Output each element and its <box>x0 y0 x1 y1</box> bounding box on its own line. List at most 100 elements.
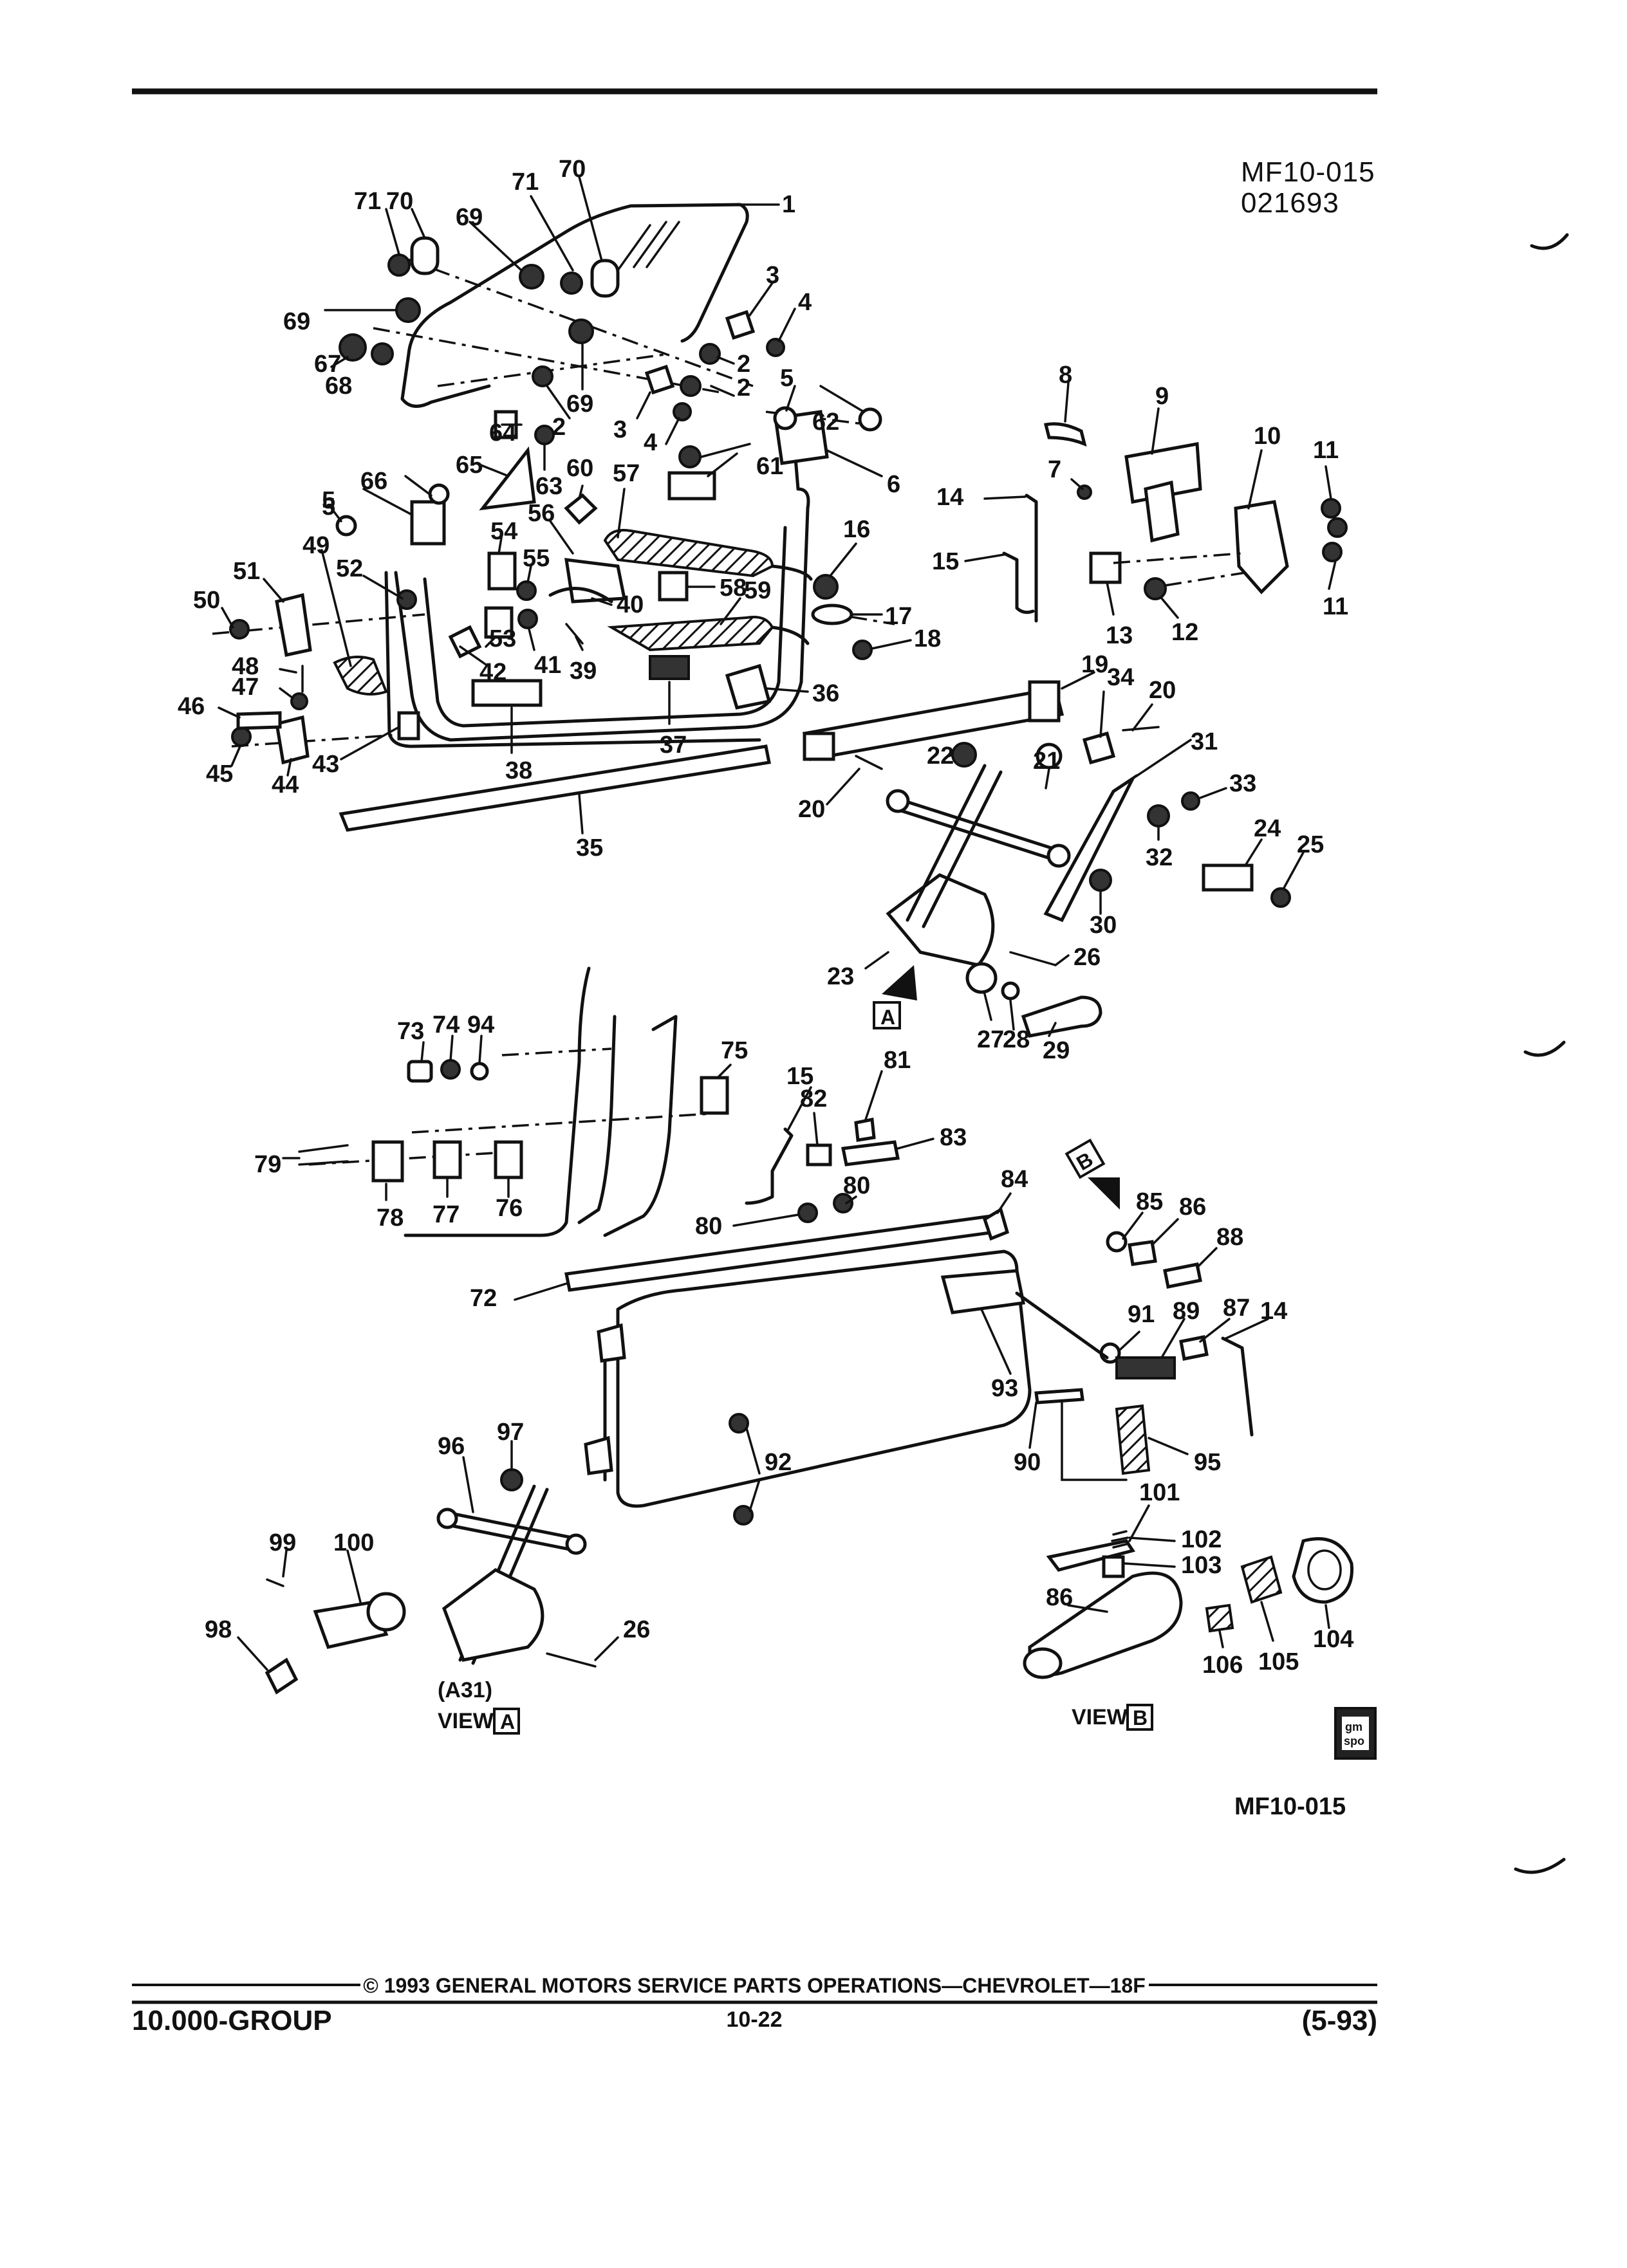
part-30 <box>1089 869 1112 892</box>
regulator-slide <box>803 732 835 761</box>
part-65 <box>479 446 536 511</box>
part-51 <box>275 593 312 657</box>
callout-71: 71 <box>354 188 381 215</box>
callout-5: 5 <box>322 487 335 514</box>
callout-34: 34 <box>1107 664 1134 691</box>
callout-26: 26 <box>1074 944 1101 971</box>
view-b-box <box>1065 1138 1106 1179</box>
callout-74: 74 <box>432 1011 460 1038</box>
part-89 <box>1115 1356 1176 1379</box>
callout-102: 102 <box>1181 1526 1222 1553</box>
center-line <box>402 256 754 387</box>
part-85 <box>1106 1231 1128 1253</box>
part-78 <box>371 1140 404 1183</box>
part-5 <box>773 406 797 430</box>
callout-75: 75 <box>721 1037 748 1064</box>
part-67 <box>339 333 367 362</box>
view-a-label-letter: A <box>500 1710 515 1733</box>
callout-52: 52 <box>336 555 363 582</box>
part-49 <box>333 656 388 696</box>
part-17 <box>811 604 853 625</box>
callout-8: 8 <box>1059 362 1072 389</box>
callout-91: 91 <box>1128 1301 1155 1328</box>
callout-69: 69 <box>456 204 483 231</box>
part-2b <box>680 375 702 397</box>
part-105 <box>1240 1555 1283 1604</box>
part-34 <box>1082 731 1116 765</box>
center-line <box>437 353 670 387</box>
part-70b <box>590 259 620 298</box>
part-102 <box>1111 1530 1129 1549</box>
margin-mark <box>1514 1858 1566 1874</box>
view-b-arrow <box>1088 1177 1120 1210</box>
callout-12: 12 <box>1171 619 1198 646</box>
callout-43: 43 <box>312 751 339 778</box>
callout-93: 93 <box>991 1375 1018 1402</box>
callout-21: 21 <box>1033 748 1060 775</box>
gm-spo-logo-inner <box>1342 1717 1369 1750</box>
part-2c <box>699 343 721 365</box>
center-line <box>231 732 419 748</box>
callout-13: 13 <box>1106 622 1133 649</box>
window-regulator: A <box>802 680 1291 1038</box>
part-44 <box>275 715 310 765</box>
part-52 <box>396 589 417 610</box>
part-76 <box>494 1140 523 1179</box>
callout-104: 104 <box>1313 1626 1353 1653</box>
upper-door-assembly <box>212 203 895 832</box>
part-57 <box>603 529 774 578</box>
body-pillar <box>603 1015 678 1237</box>
part-86 <box>1128 1240 1157 1266</box>
callout-61: 61 <box>756 453 783 480</box>
part-69c <box>568 318 594 344</box>
callout-3: 3 <box>613 416 627 443</box>
part-18 <box>852 640 873 660</box>
callout-28: 28 <box>1003 1026 1030 1053</box>
callout-100: 100 <box>333 1529 374 1556</box>
margin-mark <box>1523 1040 1566 1057</box>
latch-link <box>1113 552 1243 564</box>
callout-11: 11 <box>1323 593 1348 620</box>
cylinder-face <box>1023 1647 1063 1679</box>
callout-37: 37 <box>660 732 687 759</box>
part-14-rod-lower <box>1221 1336 1254 1437</box>
part-20b <box>855 755 883 770</box>
part-3b <box>644 364 675 395</box>
part-11b <box>1327 517 1348 538</box>
panel-bracket <box>584 1435 613 1475</box>
part-79 <box>298 1144 349 1166</box>
callout-11: 11 <box>1313 437 1339 464</box>
callout-17: 17 <box>885 603 912 630</box>
view-b-label-box <box>1126 1704 1153 1731</box>
part-80b <box>797 1203 818 1223</box>
part-71b <box>560 272 583 295</box>
part-55 <box>516 580 537 601</box>
callout-15: 15 <box>932 548 959 575</box>
callout-29: 29 <box>1043 1037 1070 1064</box>
door-panel-inner <box>423 526 787 728</box>
part-42 <box>448 625 482 659</box>
date-code: 021693 <box>1241 187 1339 219</box>
view-a-detail: (A31) VIEW A <box>265 1468 597 1735</box>
callout-70: 70 <box>559 156 586 183</box>
part-92b <box>733 1505 754 1526</box>
view-a-box-letter: A <box>880 1006 895 1029</box>
panel-bracket <box>597 1323 626 1363</box>
callout-86: 86 <box>1046 1584 1073 1611</box>
part-9-body <box>1144 480 1180 543</box>
part-61 <box>667 471 716 501</box>
part-71 <box>387 254 411 277</box>
part-99 <box>266 1578 284 1587</box>
callout-90: 90 <box>1014 1449 1041 1476</box>
part-37 <box>649 655 690 680</box>
callout-49: 49 <box>302 532 330 559</box>
part-32 <box>1147 804 1170 827</box>
callout-5: 5 <box>322 493 335 521</box>
door-inner-panel <box>394 448 810 742</box>
callout-67: 67 <box>314 351 341 378</box>
part-28 <box>1001 981 1020 1000</box>
part-23-sector <box>886 873 995 967</box>
